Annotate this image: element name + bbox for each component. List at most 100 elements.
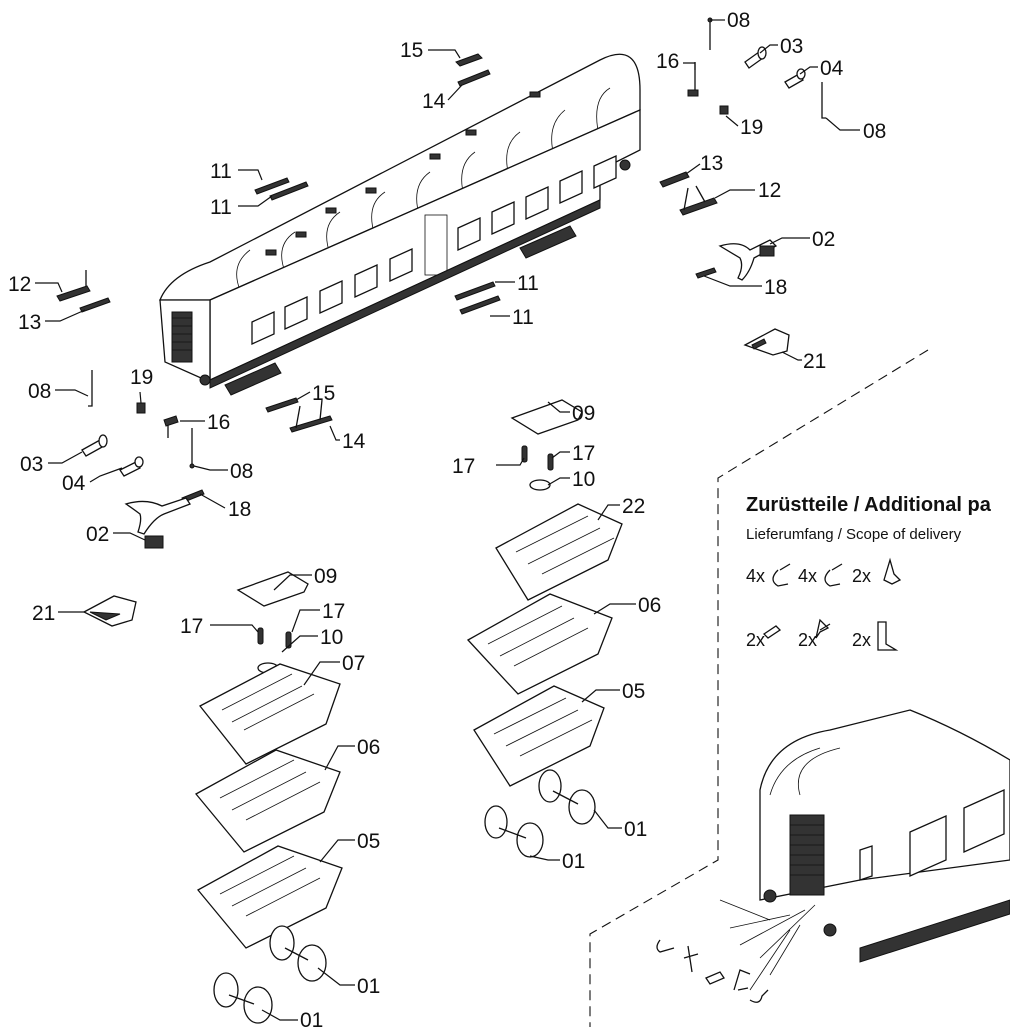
label-06: 06	[638, 594, 661, 617]
label-05: 05	[622, 680, 645, 703]
label-12: 12	[758, 179, 781, 202]
inset-small-parts	[656, 939, 769, 1003]
part-12-top	[679, 185, 718, 216]
part-03-left	[81, 434, 108, 457]
label-17: 17	[572, 442, 595, 465]
label-16: 16	[207, 411, 230, 434]
label-15: 15	[312, 382, 335, 405]
part-11-mid-a	[454, 281, 496, 301]
panel-part-icons	[762, 557, 902, 651]
label-10: 10	[320, 626, 343, 649]
label-11: 11	[512, 306, 534, 329]
part-02-left	[124, 497, 191, 549]
part-14-left	[289, 399, 333, 433]
label-11: 11	[210, 196, 232, 219]
coach-underframe-bogies	[199, 159, 631, 396]
wheelset-left-a	[269, 925, 327, 982]
part-11-mid-b	[459, 295, 501, 315]
inset-coach	[719, 709, 1010, 991]
label-08: 08	[863, 120, 886, 143]
label-07: 07	[342, 652, 365, 675]
wheelset-right-b	[484, 805, 544, 858]
label-18: 18	[764, 276, 787, 299]
label-19: 19	[130, 366, 153, 389]
label-14: 14	[342, 430, 366, 453]
part-13-left	[79, 297, 111, 313]
label-21: 21	[803, 350, 826, 373]
label-01: 01	[562, 850, 585, 873]
label-01: 01	[357, 975, 380, 998]
part-15-left	[265, 397, 299, 413]
part-02-top	[718, 239, 778, 281]
qty-label: 2x	[852, 630, 872, 650]
label-21: 21	[32, 602, 55, 625]
part-08-top	[707, 17, 713, 50]
label-13: 13	[700, 152, 723, 175]
part-number-labels: 08 03 04 16 19 08 15 14 13 12 02 18 21 1…	[8, 9, 886, 1027]
panel-divider	[589, 349, 929, 1027]
bogie-left-parts	[194, 571, 343, 1024]
part-16-top	[687, 62, 699, 97]
part-04-left	[119, 456, 144, 477]
qty-label: 4x	[798, 566, 818, 586]
part-08-top-right	[821, 82, 826, 119]
part-08-left	[88, 370, 93, 407]
label-12: 12	[8, 273, 31, 296]
label-19: 19	[740, 116, 763, 139]
label-11: 11	[517, 272, 539, 295]
label-15: 15	[400, 39, 423, 62]
label-10: 10	[572, 468, 595, 491]
label-04: 04	[820, 57, 844, 80]
part-19-left	[136, 402, 146, 414]
label-08: 08	[230, 460, 253, 483]
qty-label: 2x	[798, 630, 818, 650]
wheelset-right-a	[538, 769, 596, 825]
part-16-left	[163, 415, 179, 438]
part-13-top	[659, 171, 690, 188]
leader-lines	[35, 19, 860, 1021]
coach-windows	[251, 154, 617, 346]
coach-body	[159, 53, 641, 396]
label-08: 08	[727, 9, 750, 32]
qty-label: 2x	[746, 630, 766, 650]
label-04: 04	[62, 472, 86, 495]
label-01: 01	[624, 818, 647, 841]
label-17: 17	[180, 615, 203, 638]
label-16: 16	[656, 50, 679, 73]
label-01: 01	[300, 1009, 323, 1027]
part-04-top	[784, 68, 806, 89]
part-11-left-b	[269, 181, 309, 201]
label-02: 02	[86, 523, 109, 546]
label-18: 18	[228, 498, 251, 521]
part-15-top	[455, 53, 483, 67]
label-17: 17	[452, 455, 475, 478]
part-19-top	[719, 105, 729, 115]
label-09: 09	[572, 402, 595, 425]
label-11: 11	[210, 160, 232, 183]
part-14-top	[457, 69, 491, 87]
panel-subtitle: Lieferumfang / Scope of delivery	[746, 526, 962, 543]
qty-label: 2x	[852, 566, 872, 586]
part-08-left-2	[189, 428, 195, 469]
part-03-top	[744, 46, 767, 69]
part-18-top	[695, 267, 717, 279]
part-21-top	[743, 328, 790, 356]
label-17: 17	[322, 600, 345, 623]
label-06: 06	[357, 736, 380, 759]
label-03: 03	[20, 453, 43, 476]
part-21-left	[82, 595, 137, 627]
qty-label: 4x	[746, 566, 766, 586]
wheelset-left-b	[213, 972, 273, 1024]
part-11-left-a	[254, 177, 290, 195]
label-09: 09	[314, 565, 337, 588]
label-05: 05	[357, 830, 380, 853]
roof-vents	[265, 91, 541, 256]
label-22: 22	[622, 495, 645, 518]
label-13: 13	[18, 311, 41, 334]
label-14: 14	[422, 90, 446, 113]
label-08: 08	[28, 380, 51, 403]
part-12-left	[56, 270, 91, 302]
bogie-right-parts	[466, 399, 623, 858]
label-03: 03	[780, 35, 803, 58]
